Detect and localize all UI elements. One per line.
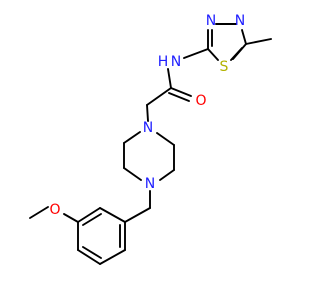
molecule-diagram: N H O N N S N N O xyxy=(29,13,272,265)
bond xyxy=(99,207,126,223)
bond xyxy=(82,246,102,259)
thiadiazole-nitrogen-label: N xyxy=(206,13,216,29)
bond xyxy=(146,87,172,106)
thiadiazole-sulfur-label: S xyxy=(220,59,229,75)
bond xyxy=(183,48,209,59)
bond xyxy=(29,206,49,219)
bond xyxy=(82,213,102,226)
bond xyxy=(159,169,175,181)
bond xyxy=(123,131,141,144)
bond xyxy=(77,207,101,223)
piperazine-nitrogen-label: N xyxy=(143,120,153,136)
carbonyl-oxygen-label: O xyxy=(195,93,206,109)
bond xyxy=(230,47,243,61)
bond xyxy=(167,68,172,89)
bond xyxy=(123,167,142,181)
bond-lines xyxy=(29,23,272,265)
bond xyxy=(207,48,219,61)
bond xyxy=(99,249,126,265)
bond xyxy=(168,92,190,102)
bond xyxy=(245,38,272,45)
piperazine-nitrogen-label: N xyxy=(145,176,155,192)
bond xyxy=(124,207,151,223)
amide-hydrogen-label: H xyxy=(158,54,169,70)
bond xyxy=(241,29,247,45)
atom-labels: N H O N N S N N O xyxy=(49,13,245,218)
bond xyxy=(146,104,149,122)
bond xyxy=(170,87,192,97)
thiadiazole-nitrogen-label: N xyxy=(235,13,245,29)
bond xyxy=(156,132,175,146)
amide-nitrogen-label: N xyxy=(171,54,181,70)
bond xyxy=(63,213,79,223)
structure-drawing: N H O N N S N N O xyxy=(29,13,272,265)
methoxy-oxygen-label: O xyxy=(49,202,60,218)
bond xyxy=(77,249,101,265)
